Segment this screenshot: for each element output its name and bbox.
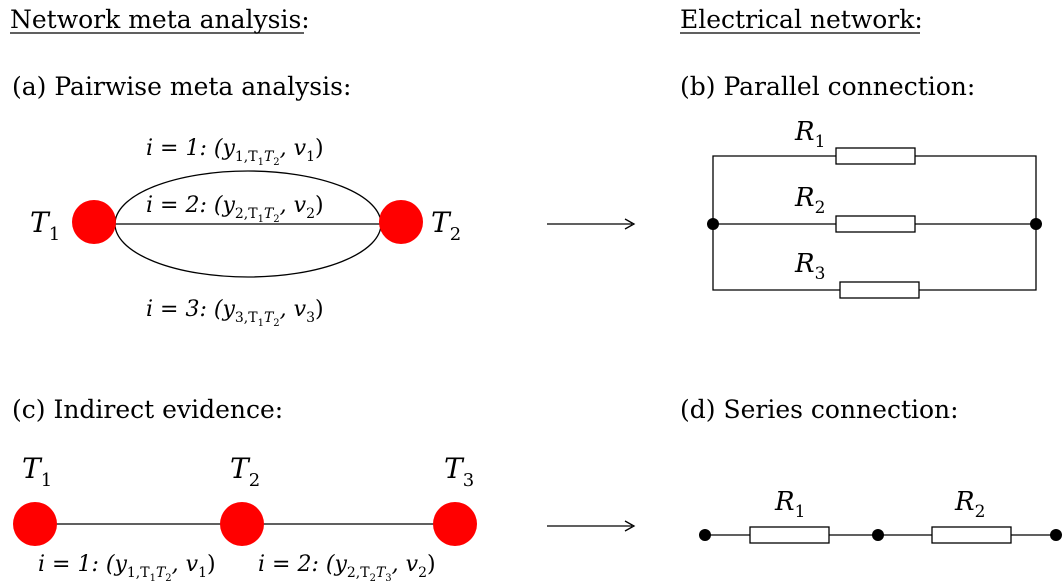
resistor-r2-label: R2	[794, 183, 825, 218]
arrow-c-to-d	[547, 520, 636, 532]
panel-c-caption: (c) Indirect evidence:	[12, 395, 283, 424]
resistor-r3-label: R3	[794, 249, 825, 284]
node-c-t2	[220, 502, 264, 546]
resistor-d-r2	[931, 526, 1012, 544]
series-node-left	[699, 529, 711, 541]
resistor-d-r1-label: R1	[774, 487, 805, 522]
panel-a: (a) Pairwise meta analysis: T1 T2 i = 1:…	[12, 72, 461, 329]
arrow-a-to-b	[547, 218, 636, 230]
junction-left	[707, 218, 719, 230]
right-heading: Electrical network:	[680, 5, 923, 34]
node-t2-label: T2	[431, 206, 461, 245]
wire-top	[712, 155, 1037, 224]
node-t2	[379, 200, 423, 244]
edge-label-1: i = 1: (y1,T1T2, v1)	[146, 136, 324, 168]
edge-c-label-2: i = 2: (y2,T2T3, v2)	[258, 552, 436, 584]
node-t1-label: T1	[30, 206, 60, 245]
resistor-r1	[835, 147, 916, 165]
series-node-right	[1050, 529, 1062, 541]
node-c-t1-label: T1	[22, 452, 52, 491]
edge-label-3: i = 3: (y3,T1T2, v3)	[146, 297, 324, 329]
resistor-r3	[839, 281, 920, 299]
left-heading: Network meta analysis:	[10, 5, 310, 34]
node-c-t1	[13, 502, 57, 546]
panel-b: (b) Parallel connection: R1 R2 R3	[680, 72, 1042, 299]
panel-a-caption: (a) Pairwise meta analysis:	[12, 72, 351, 101]
node-c-t3-label: T3	[444, 452, 474, 491]
junction-right	[1030, 218, 1042, 230]
panel-d: (d) Series connection: R1 R2	[680, 395, 1062, 544]
resistor-d-r2-label: R2	[954, 487, 985, 522]
panel-d-caption: (d) Series connection:	[680, 395, 959, 424]
series-node-middle	[872, 529, 884, 541]
edge-c-label-1: i = 1: (y1,T1T2, v1)	[38, 552, 216, 584]
node-c-t3	[433, 502, 477, 546]
resistor-r1-label: R1	[794, 117, 825, 152]
panel-c: (c) Indirect evidence: T1 T2 T3 i = 1: (…	[12, 395, 477, 584]
edge-label-2: i = 2: (y2,T1T2, v2)	[146, 193, 324, 225]
resistor-r2	[835, 215, 916, 233]
node-t1	[72, 200, 116, 244]
wire-bottom	[712, 224, 1037, 291]
resistor-d-r1	[749, 526, 830, 544]
node-c-t2-label: T2	[230, 452, 260, 491]
panel-b-caption: (b) Parallel connection:	[680, 72, 975, 101]
